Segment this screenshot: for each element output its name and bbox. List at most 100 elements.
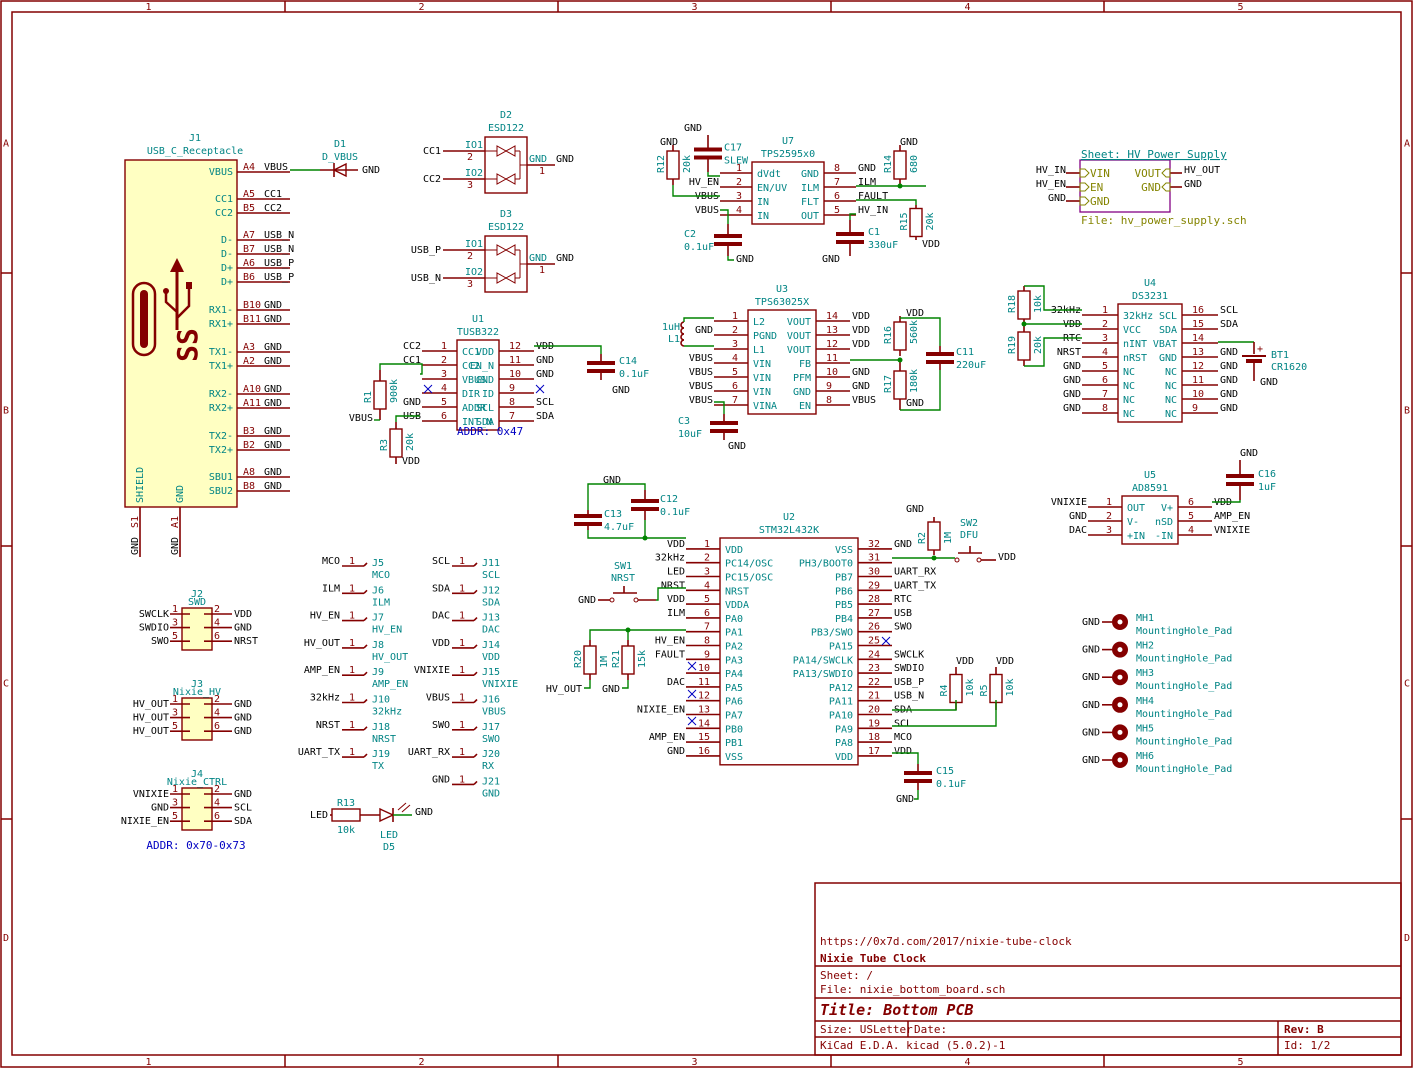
- left-pin[interactable]: L13: [714, 339, 765, 356]
- u2-ic[interactable]: U2STM32L432KVDD1VDDPC14/OSC232kHzPC15/OS…: [637, 512, 936, 766]
- u1-ic[interactable]: U1TUSB322CC11CC2CC22CC1VBUS3DIR4ADDR5GND…: [403, 314, 554, 431]
- u7-ic[interactable]: U7TPS2595x0dVdt1EN/UV2HV_ENIN3VBUSIN4VBU…: [689, 136, 888, 225]
- d1-vbus-tvs[interactable]: D1 D_VBUS GND: [290, 139, 380, 178]
- left-pin[interactable]: L21: [714, 311, 765, 328]
- right-pin[interactable]: ID9: [482, 383, 534, 400]
